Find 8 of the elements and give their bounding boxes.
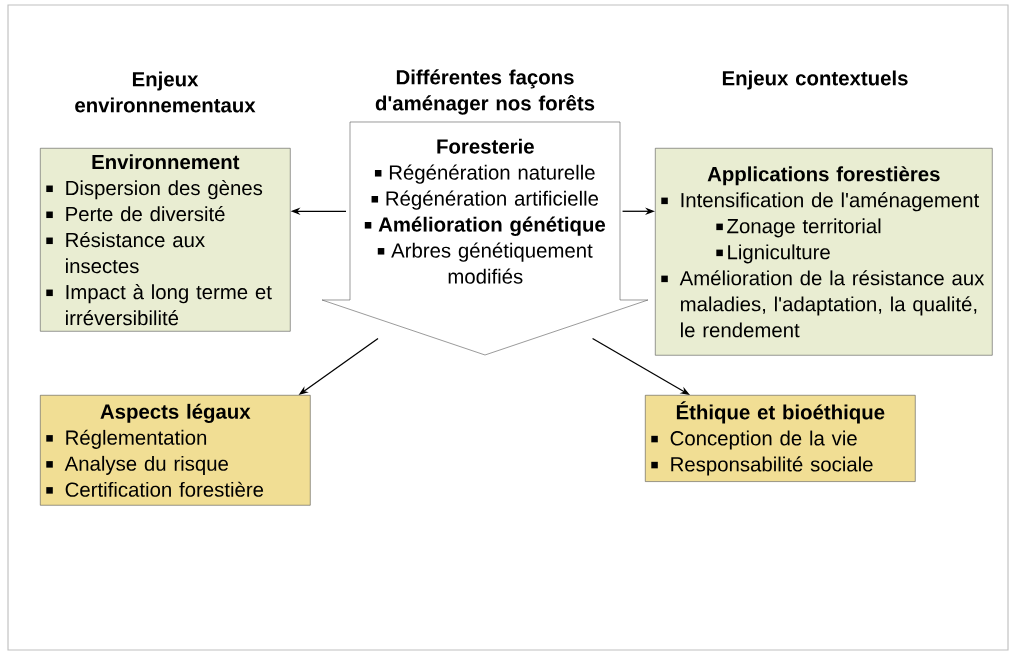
arrow [591,337,690,395]
info-box: Éthique et bioéthique Conception de la vie Responsabilité sociale [645,395,916,482]
column-heading: Enjeux contextuels [722,70,908,90]
pointed-box: Foresterie Régénération naturelle Régénération artificielle Amélioration génétique Arbres génétiquement modifiés [321,121,649,356]
info-box: Applications forestières Intensification de l'aménagement Zonage territorial Ligniculture Amélioration de la résistance aux maladies, l'adaptation, la qualité, le rendement [655,148,993,356]
info-box: Environnement Dispersion des gènes Perte de diversité Résistance aux insectes Impact à long terme et irréversibilité [40,148,291,332]
info-box: Aspects légaux Réglementation Analyse du risque Certification forestière [40,395,311,506]
column-heading: Enjeux environnementaux [75,71,256,113]
